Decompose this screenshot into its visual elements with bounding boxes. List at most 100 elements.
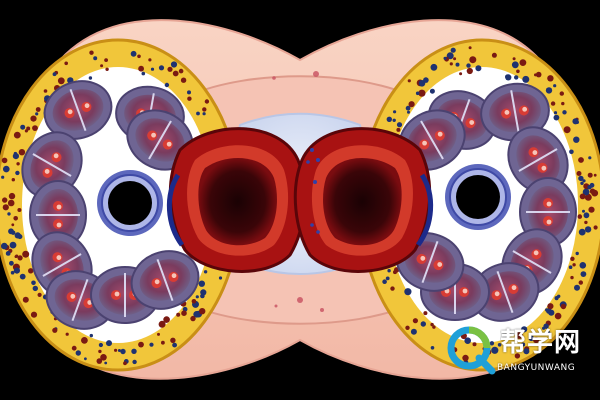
fat-dot — [20, 124, 26, 130]
fat-dot — [591, 189, 599, 197]
fat-dot — [200, 289, 207, 296]
fat-dot — [410, 328, 417, 335]
fat-dot — [93, 56, 98, 61]
fat-dot — [172, 342, 178, 348]
fat-dot — [100, 354, 107, 361]
fat-dot — [418, 89, 426, 97]
fat-dot — [405, 325, 410, 330]
right-vessel-blue-edge — [415, 173, 434, 247]
fat-dot — [430, 322, 434, 327]
fat-dot — [130, 50, 137, 57]
fat-dot — [164, 82, 170, 88]
fat-dot — [1, 197, 8, 203]
fat-dot — [560, 303, 567, 310]
fat-dot — [13, 131, 21, 139]
fat-dot — [553, 111, 558, 115]
fat-dot — [578, 175, 584, 182]
fat-dot — [386, 116, 392, 123]
fat-dot — [572, 118, 579, 125]
fat-dot — [7, 199, 15, 207]
fat-dot — [150, 67, 155, 71]
fat-dot — [2, 204, 9, 211]
fat-dot — [553, 84, 557, 88]
fat-dot — [462, 354, 469, 362]
fat-dot — [523, 348, 530, 355]
fat-dot — [580, 181, 584, 185]
lobule — [480, 82, 550, 142]
left-small-lumen — [108, 181, 152, 225]
center-blue-dots — [306, 148, 320, 234]
lobule — [43, 80, 113, 140]
fat-dot — [569, 149, 574, 155]
fat-dot — [547, 75, 554, 82]
right-small-lumen — [456, 175, 500, 219]
fat-dot — [43, 89, 48, 93]
fat-dot — [195, 295, 199, 299]
fat-dot — [561, 101, 565, 106]
fat-dot — [382, 279, 387, 285]
fat-dot — [202, 112, 206, 116]
fat-dot — [593, 225, 598, 230]
fat-dot — [75, 350, 82, 356]
fat-dot — [464, 337, 472, 345]
fat-dot — [420, 321, 426, 327]
fat-dot — [562, 110, 567, 115]
fat-dot — [563, 126, 571, 134]
fat-dot — [392, 118, 396, 123]
fat-dot — [466, 63, 471, 68]
fat-dot — [31, 280, 36, 286]
fat-dot — [450, 47, 456, 53]
fat-dot — [98, 349, 102, 354]
lobule — [470, 262, 540, 322]
fat-dot — [37, 292, 42, 297]
fat-dot — [158, 320, 166, 328]
fat-dot — [505, 74, 512, 81]
fat-dot — [514, 75, 519, 80]
fat-dot — [7, 212, 11, 216]
fat-dot — [32, 285, 38, 292]
fat-dot — [528, 335, 535, 342]
fat-dot — [387, 269, 391, 273]
fat-dot — [521, 326, 528, 333]
fat-dot — [11, 178, 15, 182]
fat-dot — [396, 122, 403, 128]
fat-dot — [141, 71, 146, 76]
fat-dot — [52, 72, 57, 77]
fat-dot — [559, 91, 564, 96]
fat-dot — [196, 111, 200, 116]
fat-dot — [512, 57, 516, 61]
fat-dot — [100, 64, 104, 68]
fat-dot — [202, 107, 207, 112]
fat-dot — [587, 172, 593, 178]
fat-dot — [533, 336, 540, 344]
fat-dot — [30, 311, 38, 318]
fat-dot — [157, 332, 160, 336]
fat-dot — [521, 342, 526, 347]
fat-dot — [574, 284, 580, 291]
fat-dot — [123, 361, 127, 366]
fat-dot — [1, 175, 5, 179]
fat-dot — [8, 192, 16, 200]
fat-dot — [114, 348, 118, 352]
fat-dot — [163, 316, 170, 323]
fat-dot — [89, 333, 94, 338]
lobule — [29, 180, 87, 250]
left-vessel-lumen — [198, 157, 277, 246]
fat-dot — [104, 361, 108, 365]
fat-dot — [582, 179, 586, 183]
fat-dot — [9, 260, 14, 266]
fat-dot — [19, 273, 26, 280]
fat-dot — [578, 228, 586, 236]
fat-dot — [104, 58, 108, 62]
fat-dot — [89, 50, 94, 55]
fat-dot — [575, 251, 579, 256]
fat-dot — [191, 299, 197, 304]
fat-dot — [550, 101, 556, 106]
fat-dot — [181, 310, 187, 317]
lobule — [21, 131, 83, 199]
fat-dot — [3, 165, 10, 173]
fat-dot — [167, 66, 173, 72]
fat-dot — [71, 345, 77, 351]
fat-dot — [84, 357, 87, 361]
